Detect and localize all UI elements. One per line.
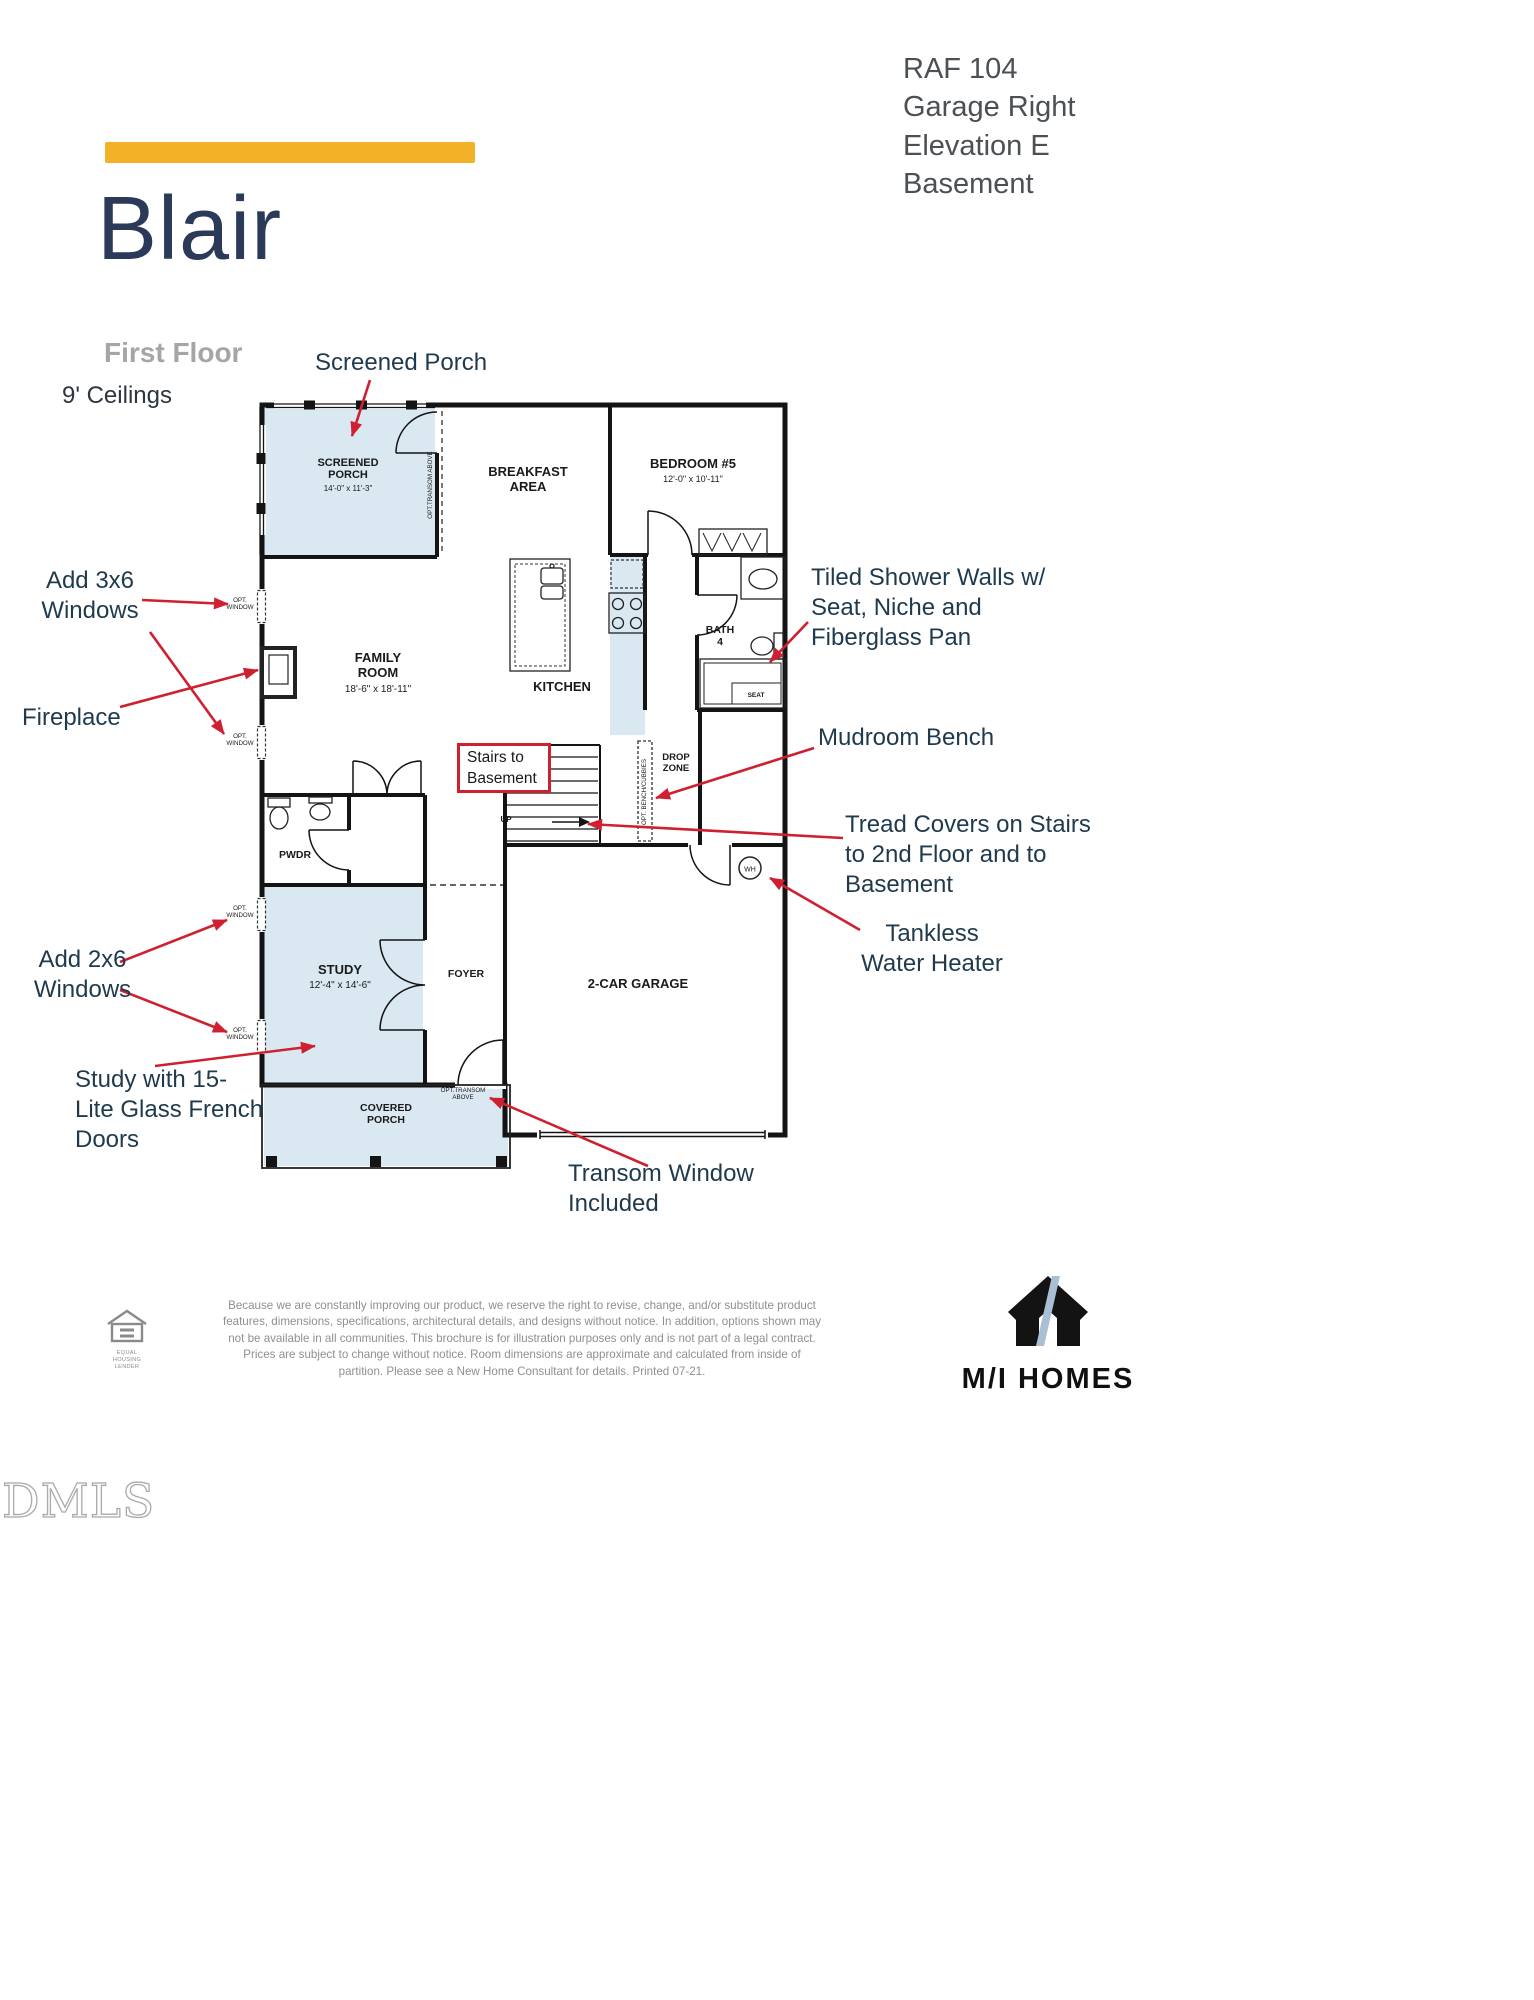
floor-label: First Floor xyxy=(104,337,243,368)
room-dims-family: 18'-6" x 18'-11" xyxy=(345,684,412,695)
callout-transom-window: Transom Window Included xyxy=(568,1160,754,1217)
label-opt-transom-porch: OPT.TRANSOM ABOVE xyxy=(427,451,434,518)
dashed-features xyxy=(256,411,653,1054)
room-label-pwdr: PWDR xyxy=(279,849,311,861)
label-opt-bench-cubbies: OPT. BENCH/CUBBIES xyxy=(641,759,648,825)
room-dims-screened-porch: 14'-0" x 11'-3" xyxy=(324,484,373,493)
room-label-family-2: ROOM xyxy=(358,665,398,680)
label-seat: SEAT xyxy=(748,692,765,699)
water-heater-symbol xyxy=(738,856,762,880)
ceiling-note: 9' Ceilings xyxy=(62,382,172,409)
label-opt-window-1: OPT. xyxy=(233,597,247,604)
label-opt-transom-foyer-2: ABOVE xyxy=(452,1094,473,1101)
room-label-foyer: FOYER xyxy=(448,968,485,980)
callout-fireplace: Fireplace xyxy=(22,704,121,731)
garage-door xyxy=(539,1130,766,1139)
label-opt-window-3b: WINDOW xyxy=(226,912,253,919)
interior-walls xyxy=(262,405,785,1085)
room-label-breakfast-2: AREA xyxy=(510,479,547,494)
callout-add-2x6-windows: Add 2x6 Windows xyxy=(33,946,132,1003)
mi-homes-icon xyxy=(1008,1276,1088,1346)
label-opt-window-3: OPT. xyxy=(233,905,247,912)
room-label-covered-porch-2: PORCH xyxy=(367,1114,405,1126)
label-up: UP xyxy=(500,815,512,824)
plan-code: RAF 104 xyxy=(903,53,1018,85)
label-opt-transom-foyer: OPT.TRANSOM xyxy=(441,1087,486,1094)
label-opt-window-1b: WINDOW xyxy=(226,604,253,611)
doors xyxy=(308,411,738,1086)
room-fills xyxy=(264,407,645,1166)
equal-housing-text: EQUAL HOUSING LENDER xyxy=(112,1350,142,1370)
callout-add-3x6-windows: Add 3x6 Windows xyxy=(41,567,139,624)
room-label-breakfast: BREAKFAST xyxy=(488,464,568,479)
room-label-dropzone: DROP xyxy=(662,752,690,763)
room-label-family: FAMILY xyxy=(355,650,402,665)
spec-garage: Garage Right xyxy=(903,91,1076,124)
label-opt-window-4b: WINDOW xyxy=(226,1034,253,1041)
stairs-to-basement-box: Stairs to Basement xyxy=(457,743,551,793)
room-label-bedroom5: BEDROOM #5 xyxy=(650,456,736,471)
spec-basement: Basement xyxy=(903,167,1034,200)
callout-tread-covers: Tread Covers on Stairs to 2nd Floor and … xyxy=(845,811,1091,898)
equal-housing-lender-logo: EQUAL HOUSING LENDER xyxy=(102,1308,152,1371)
room-label-bath4: BATH xyxy=(706,624,734,636)
room-label-screened-porch-2: PORCH xyxy=(328,469,368,481)
callout-study-french-doors: Study with 15- Lite Glass French Doors xyxy=(75,1066,264,1153)
mls-watermark: DMLS xyxy=(1,1473,156,1529)
label-wh: WH xyxy=(744,867,756,874)
callout-mudroom-bench: Mudroom Bench xyxy=(818,724,995,751)
room-label-study: STUDY xyxy=(318,962,362,977)
room-dims-study: 12'-4" x 14'-6" xyxy=(309,980,371,991)
room-dims-bedroom5: 12'-0" x 10'-11" xyxy=(663,474,723,484)
label-opt-window-2b: WINDOW xyxy=(226,740,253,747)
fireplace-symbol xyxy=(260,646,297,699)
room-label-garage: 2-CAR GARAGE xyxy=(588,976,689,991)
spec-elevation: Elevation E xyxy=(903,129,1050,162)
room-label-kitchen: KITCHEN xyxy=(533,679,591,694)
page-title: Blair xyxy=(97,179,283,279)
label-opt-window-2: OPT. xyxy=(233,733,247,740)
builder-name: M/I HOMES xyxy=(961,1363,1135,1395)
room-label-screened-porch: SCREENED xyxy=(317,457,378,469)
equal-housing-icon xyxy=(107,1309,147,1343)
room-labels: SCREENED PORCH 14'-0" x 11'-3" BREAKFAST… xyxy=(226,451,764,1126)
builder-logo: M/I HOMES xyxy=(950,1268,1146,1396)
callout-screened-porch: Screened Porch xyxy=(315,349,488,376)
label-opt-window-4: OPT. xyxy=(233,1027,247,1034)
disclaimer-text: Because we are constantly improving our … xyxy=(222,1299,822,1378)
plan-spec-block: RAF 104 Garage Right Elevation E Basemen… xyxy=(903,50,1076,203)
callout-tankless-water-heater: Tankless Water Heater xyxy=(861,920,1003,977)
room-label-dropzone-2: ZONE xyxy=(663,763,689,774)
room-label-covered-porch: COVERED xyxy=(360,1102,412,1114)
callout-tiled-shower: Tiled Shower Walls w/ Seat, Niche and Fi… xyxy=(811,564,1046,651)
accent-bar xyxy=(105,142,475,163)
room-label-bath4-2: 4 xyxy=(717,636,723,648)
